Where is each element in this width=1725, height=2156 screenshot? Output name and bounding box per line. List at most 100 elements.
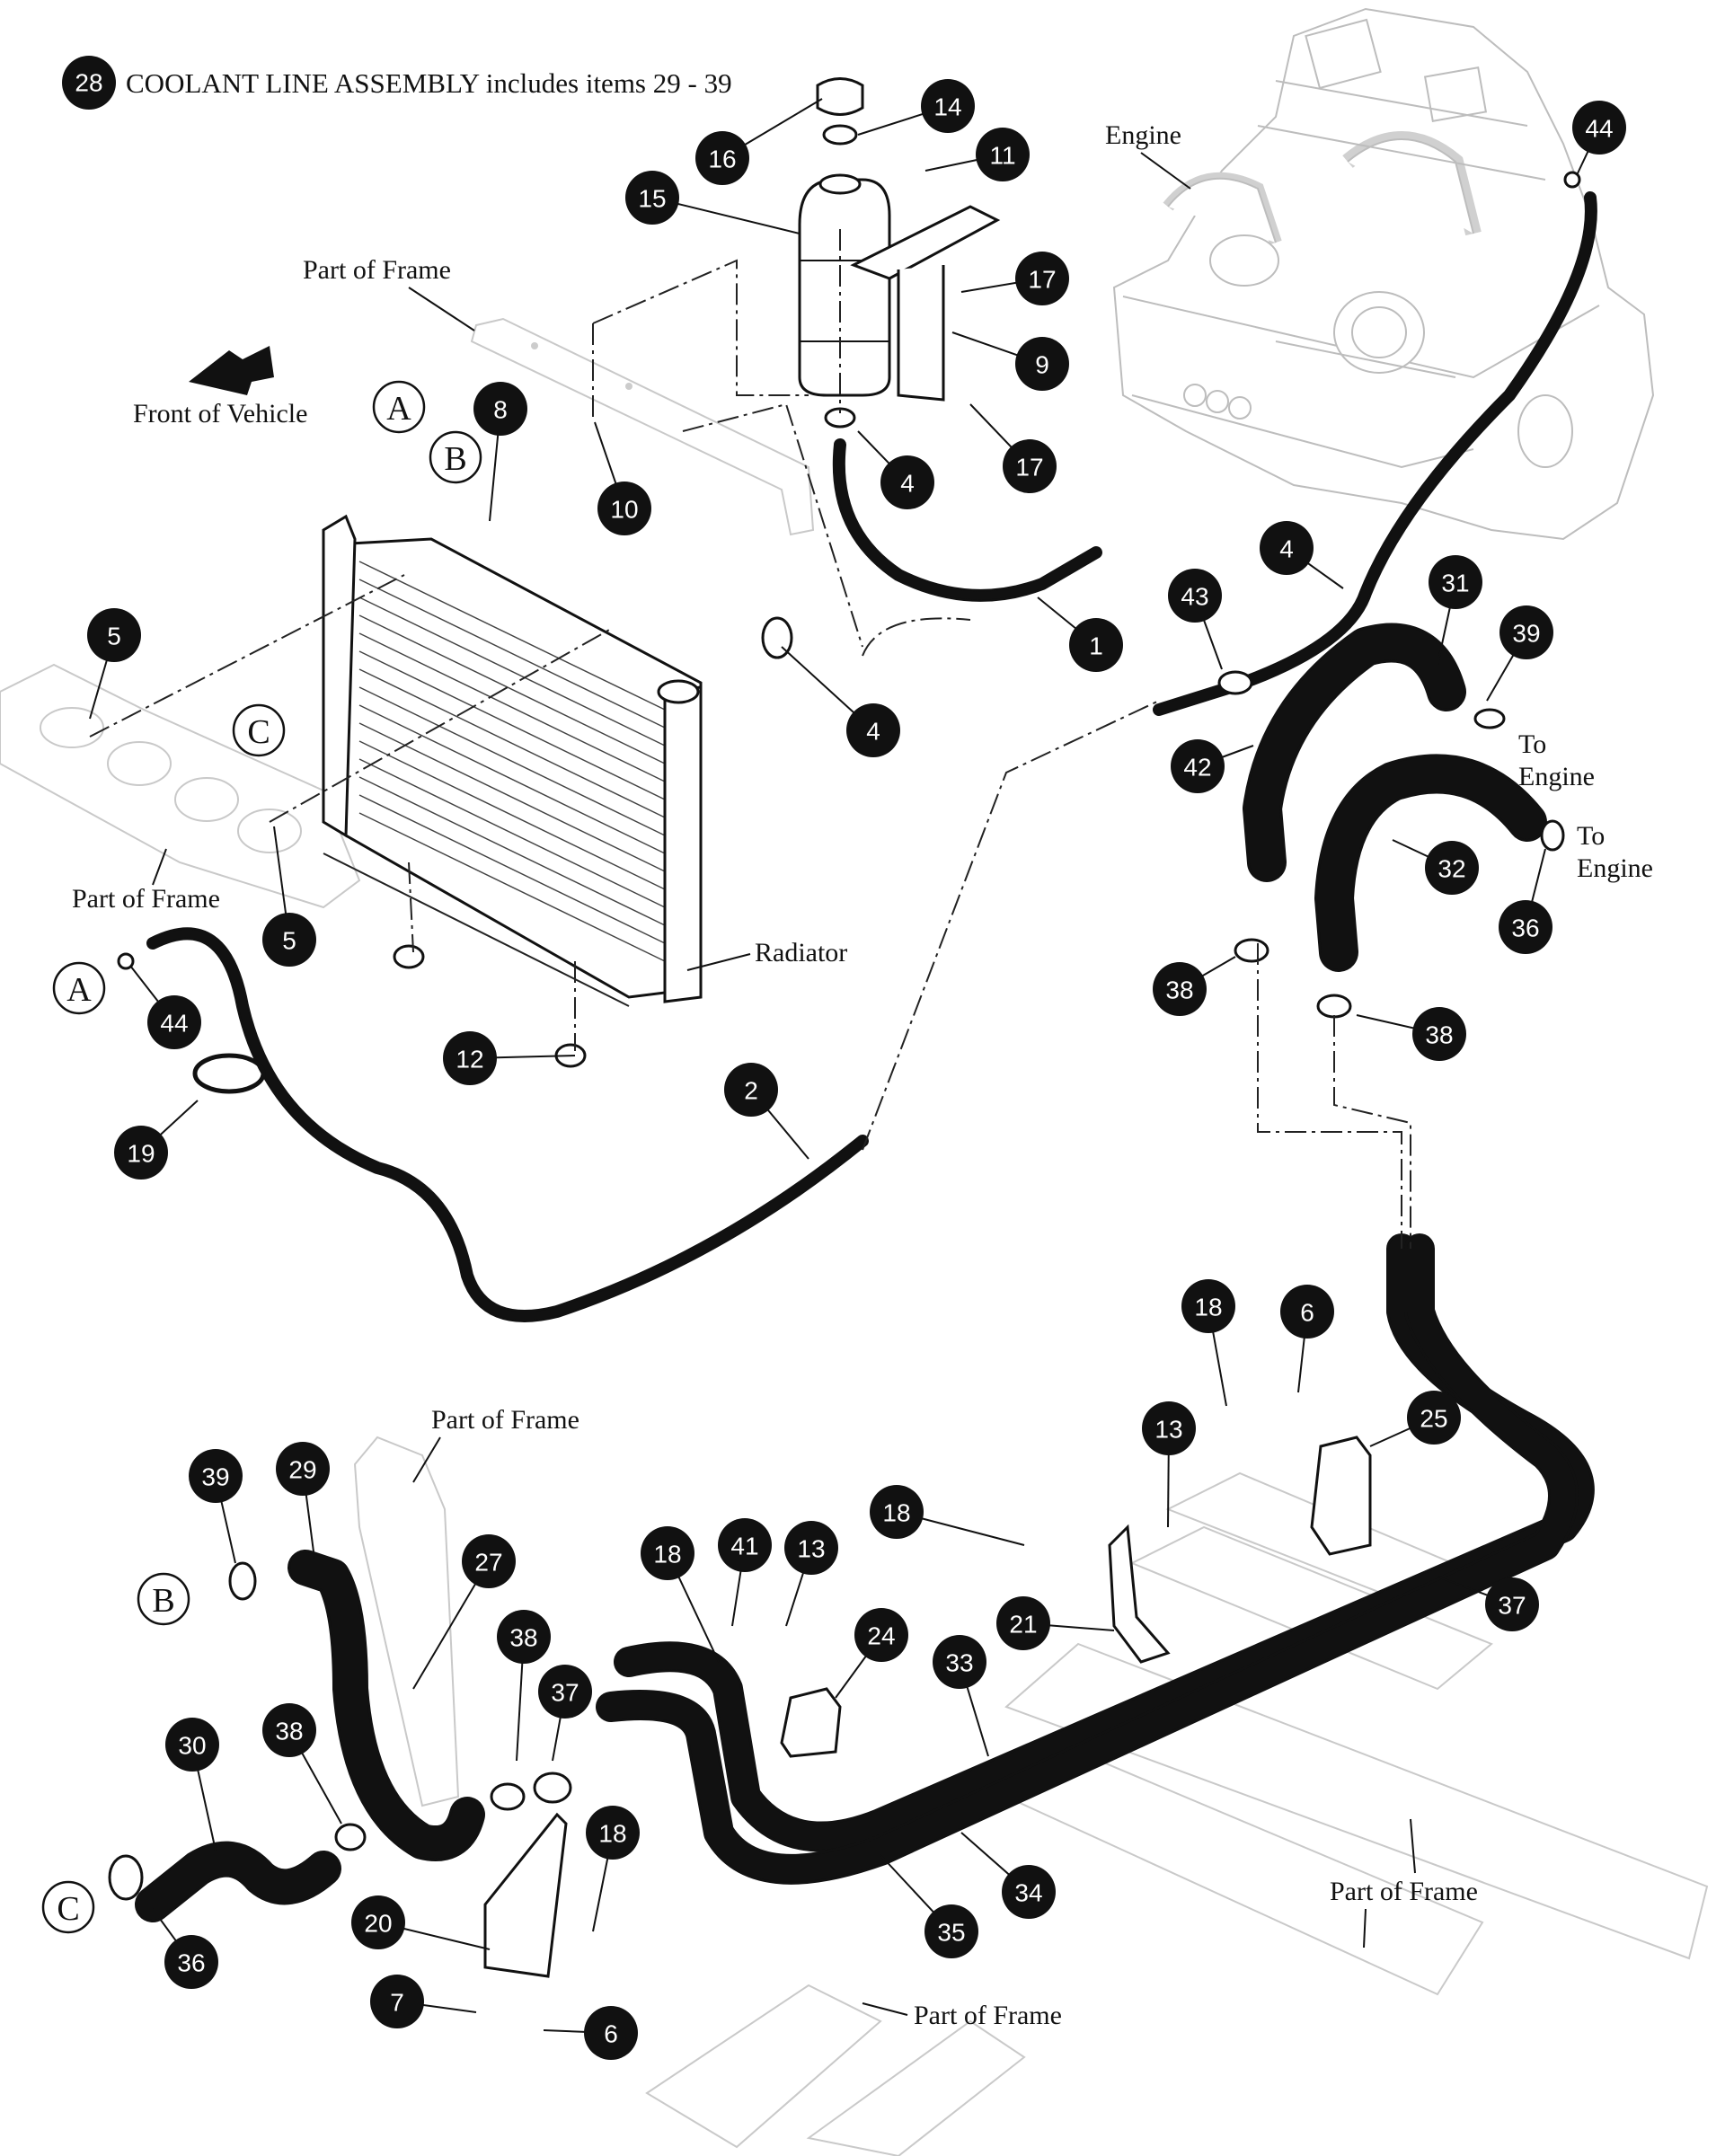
front-of-vehicle-arrow — [189, 346, 274, 395]
callout-number: 39 — [1512, 620, 1540, 648]
callout-badge — [846, 703, 900, 757]
callout-badge — [538, 1665, 592, 1719]
frame-vertical-bracket — [353, 1436, 460, 1807]
callout-number: 43 — [1181, 583, 1208, 611]
callout-badge — [1171, 739, 1225, 793]
callout-number: 4 — [1279, 535, 1294, 563]
callout-number: 38 — [275, 1718, 303, 1745]
callout-number: 38 — [1425, 1021, 1453, 1049]
frame-left-plate — [0, 663, 361, 909]
callout-11-13: 11 — [924, 128, 1030, 181]
callout-21-28: 21 — [996, 1596, 1115, 1650]
bracket-25 — [1310, 1436, 1372, 1556]
callout-badge — [262, 913, 316, 967]
callout-badge — [114, 1126, 168, 1180]
svg-text:C: C — [57, 1890, 79, 1928]
callout-badge — [1412, 1007, 1466, 1061]
callout-badge — [1499, 900, 1552, 954]
callout-7-9: 7 — [370, 1975, 477, 2028]
hose-33-34-long-pipes — [596, 1233, 1595, 1885]
callout-42-50: 42 — [1171, 739, 1254, 793]
callout-18-24: 18 — [641, 1526, 720, 1663]
callout-number: 13 — [1154, 1416, 1182, 1444]
callout-13-16: 13 — [784, 1521, 838, 1627]
callout-badge — [724, 1063, 778, 1117]
callout-number: 2 — [744, 1077, 758, 1105]
callout-6-7: 6 — [1280, 1285, 1334, 1393]
callout-badge — [921, 79, 975, 133]
callout-number: 7 — [390, 1989, 404, 2017]
callout-36-39: 36 — [1499, 848, 1552, 954]
callout-badge — [1425, 841, 1479, 895]
callout-number: 19 — [127, 1140, 155, 1168]
callout-badge — [695, 131, 749, 185]
callout-badge — [1168, 569, 1222, 623]
callout-layer: 1244455667891011121313141516171718181818… — [87, 79, 1626, 2060]
svg-text:A: A — [66, 971, 92, 1009]
callout-18-22: 18 — [1181, 1279, 1235, 1407]
frame-bottom-leader — [862, 2002, 908, 2016]
to-engine-lower-line2: Engine — [1577, 853, 1653, 883]
callout-number: 20 — [364, 1910, 392, 1938]
callout-6-8: 6 — [543, 2006, 638, 2060]
hose-2-radiator-drain — [146, 927, 869, 1322]
callout-37-41: 37 — [1437, 1576, 1539, 1631]
callout-32-35: 32 — [1392, 839, 1479, 895]
callout-34-37: 34 — [960, 1832, 1056, 1919]
callout-badge — [597, 482, 651, 535]
callout-badge — [641, 1526, 694, 1580]
hose-engine-overflow — [1153, 191, 1597, 716]
callout-44-53: 44 — [129, 965, 201, 1049]
callout-25-30: 25 — [1369, 1391, 1461, 1447]
hose-32 — [1314, 754, 1547, 972]
engine-leader — [1140, 152, 1191, 190]
callout-14-17: 14 — [857, 79, 975, 136]
callout-number: 10 — [610, 496, 638, 524]
callout-badge — [276, 1442, 330, 1496]
title-callout-badge — [62, 56, 116, 110]
coolant-reservoir — [798, 173, 891, 397]
frame-label-lower-right: Part of Frame — [1330, 1877, 1478, 1906]
callout-15-18: 15 — [625, 171, 801, 234]
callout-badge — [473, 382, 527, 436]
callout-number: 4 — [900, 470, 915, 498]
frame-upper-leader — [408, 287, 475, 331]
callout-number: 24 — [867, 1622, 895, 1650]
callout-30-33: 30 — [165, 1718, 219, 1851]
callout-badge — [924, 1904, 978, 1958]
callout-27-31: 27 — [412, 1534, 516, 1690]
callout-number: 18 — [653, 1541, 681, 1568]
callout-9-11: 9 — [951, 331, 1069, 391]
callout-number: 35 — [937, 1919, 965, 1947]
callout-number: 41 — [730, 1533, 758, 1560]
callout-number: 6 — [1300, 1299, 1314, 1327]
callout-badge — [584, 2006, 638, 2060]
to-engine-upper-line2: Engine — [1518, 762, 1595, 791]
callout-number: 5 — [282, 927, 296, 955]
bracket-21 — [1108, 1524, 1171, 1664]
ref-letter-c-bottom: C — [41, 1880, 95, 1934]
callout-number: 11 — [989, 142, 1015, 170]
title-block: 28 COOLANT LINE ASSEMBLY includes items … — [62, 56, 732, 110]
callout-31-34: 31 — [1429, 555, 1482, 666]
frame-lr-leader2 — [1363, 1908, 1367, 1948]
callout-33-36: 33 — [933, 1635, 989, 1757]
bracket-24 — [780, 1687, 842, 1758]
callout-38-43: 38 — [1153, 956, 1236, 1016]
frame-label-bottom: Part of Frame — [914, 2001, 1062, 2030]
callout-4-2: 4 — [857, 430, 934, 509]
callout-badge — [1015, 337, 1069, 391]
callout-badge — [1407, 1391, 1461, 1445]
callout-number: 18 — [598, 1820, 626, 1848]
callout-number: 25 — [1420, 1405, 1447, 1433]
callout-17-21: 17 — [969, 403, 1057, 493]
radiator-fins — [358, 561, 666, 962]
hose-30 — [135, 1841, 341, 1922]
callout-number: 17 — [1015, 454, 1043, 482]
callout-badge — [1153, 962, 1207, 1016]
callout-badge — [351, 1895, 405, 1949]
callout-badge — [462, 1534, 516, 1588]
ref-letter-a-bottom: A — [52, 961, 106, 1015]
callout-18-23: 18 — [870, 1485, 1025, 1546]
